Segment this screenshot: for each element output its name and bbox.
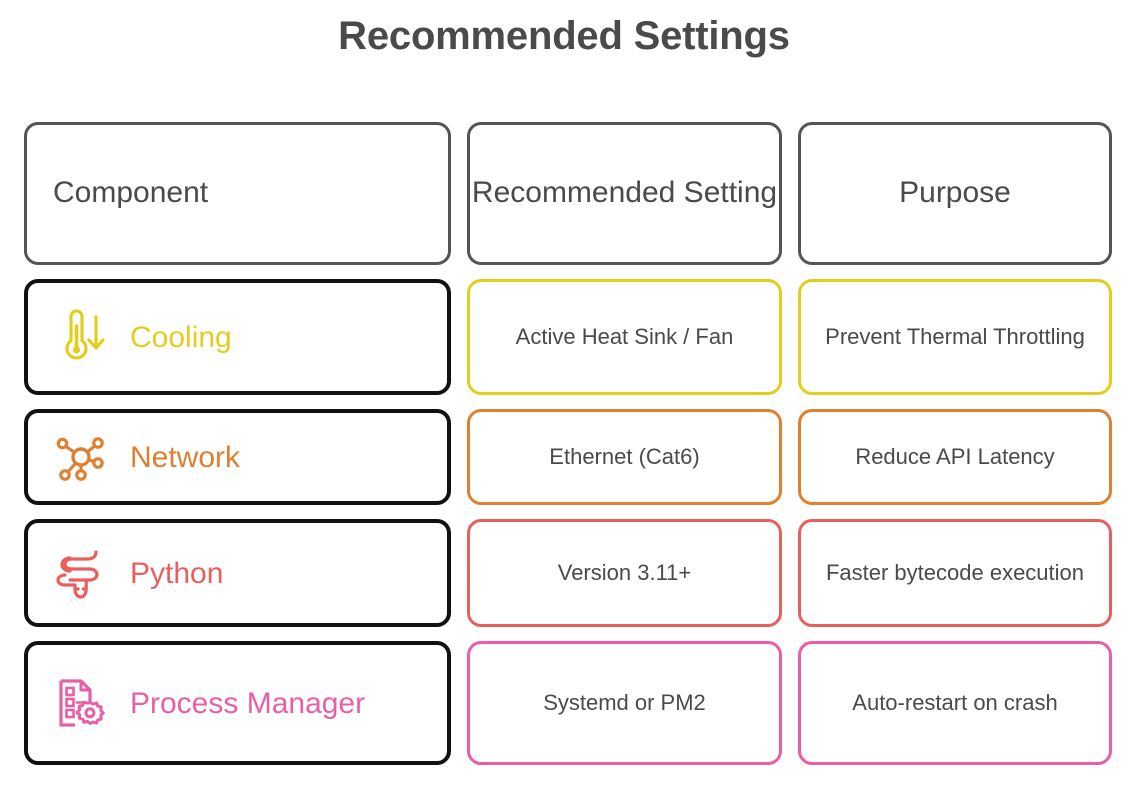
component-label-cooling: Cooling: [130, 320, 232, 354]
setting-cell-network: Ethernet (Cat6): [467, 409, 782, 505]
table-row-cooling: Cooling Active Heat Sink / Fan Prevent T…: [24, 279, 1112, 395]
component-cell-cooling: Cooling: [24, 279, 451, 395]
purpose-text-python: Faster bytecode execution: [825, 559, 1085, 585]
component-label-process-manager: Process Manager: [130, 686, 366, 720]
table-row-process-manager: Process Manager Systemd or PM2 Auto-rest…: [24, 641, 1112, 765]
header-cell-setting: Recommended Setting: [467, 122, 782, 265]
document-gear-icon: [50, 672, 112, 734]
table-row-python: Python Version 3.11+ Faster bytecode exe…: [24, 519, 1112, 627]
header-cell-purpose: Purpose: [798, 122, 1112, 265]
purpose-text-network: Reduce API Latency: [855, 443, 1055, 469]
setting-cell-python: Version 3.11+: [467, 519, 782, 627]
page-title: Recommended Settings: [338, 14, 790, 58]
purpose-cell-python: Faster bytecode execution: [798, 519, 1112, 627]
setting-cell-process-manager: Systemd or PM2: [467, 641, 782, 765]
recommended-settings-table: Component Recommended Setting Purpose: [24, 122, 1112, 765]
python-snake-icon: [50, 542, 112, 604]
component-cell-python: Python: [24, 519, 451, 627]
component-label-network: Network: [130, 440, 241, 474]
setting-text-process-manager: Systemd or PM2: [543, 689, 706, 715]
header-cell-component: Component: [24, 122, 451, 265]
network-nodes-icon: [50, 426, 112, 488]
purpose-cell-cooling: Prevent Thermal Throttling: [798, 279, 1112, 395]
header-label-setting: Recommended Setting: [471, 176, 778, 210]
header-label-component: Component: [53, 176, 209, 210]
component-cell-process-manager: Process Manager: [24, 641, 451, 765]
purpose-cell-network: Reduce API Latency: [798, 409, 1112, 505]
setting-cell-cooling: Active Heat Sink / Fan: [467, 279, 782, 395]
table-header-row: Component Recommended Setting Purpose: [24, 122, 1112, 265]
header-label-purpose: Purpose: [899, 176, 1011, 210]
table-row-network: Network Ethernet (Cat6) Reduce API Laten…: [24, 409, 1112, 505]
component-label-python: Python: [130, 556, 224, 590]
purpose-text-process-manager: Auto-restart on crash: [852, 689, 1058, 715]
setting-text-cooling: Active Heat Sink / Fan: [515, 323, 734, 349]
setting-text-python: Version 3.11+: [557, 559, 692, 585]
component-cell-network: Network: [24, 409, 451, 505]
setting-text-network: Ethernet (Cat6): [549, 443, 700, 469]
purpose-cell-process-manager: Auto-restart on crash: [798, 641, 1112, 765]
purpose-text-cooling: Prevent Thermal Throttling: [825, 323, 1085, 349]
thermometer-down-icon: [50, 306, 112, 368]
